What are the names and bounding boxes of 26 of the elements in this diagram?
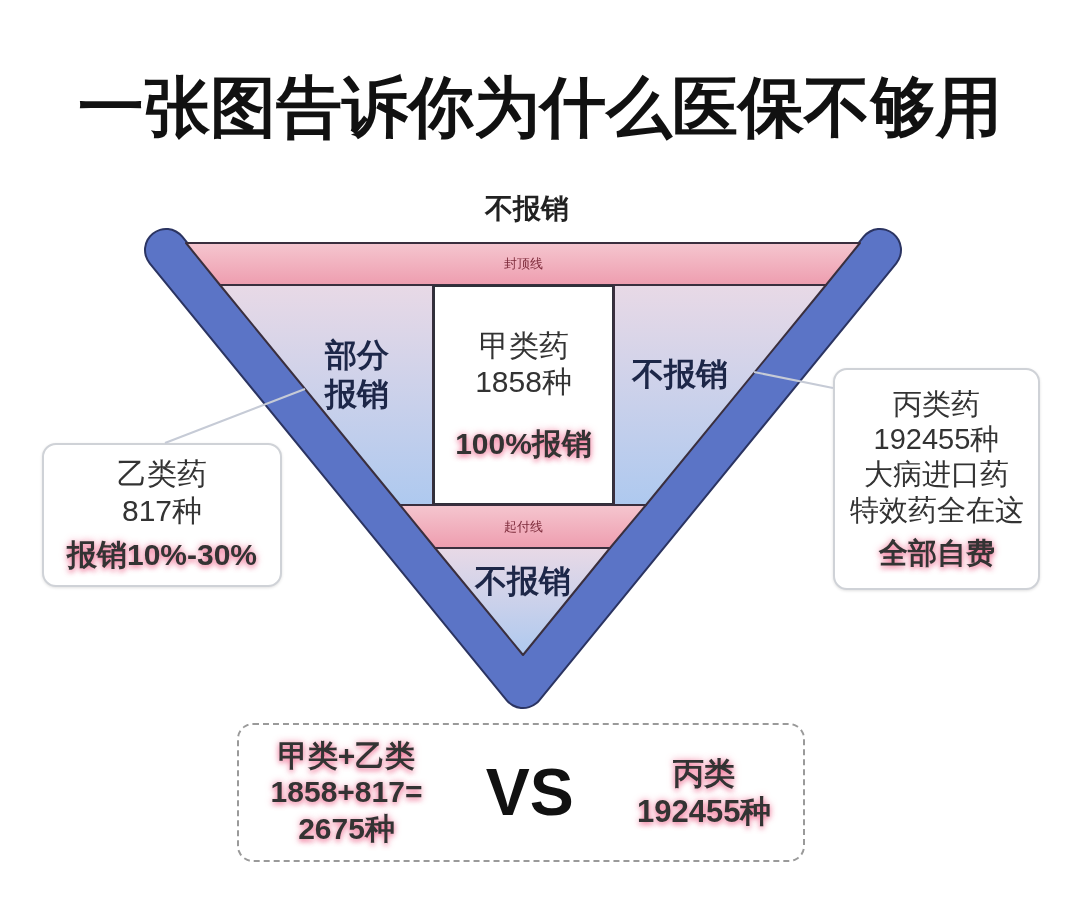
band-label: 封顶线	[503, 256, 543, 272]
drug-class-count: 甲类药1858种	[475, 327, 572, 401]
center-panel	[433, 285, 614, 505]
drug-class-count: 乙类药817种	[117, 456, 207, 529]
right-zone	[614, 285, 826, 505]
zone-label: 不报销	[474, 562, 571, 601]
band-label: 起付线	[503, 518, 543, 535]
drug-count: 丙类192455种	[636, 754, 772, 831]
zone-label: 不报销	[632, 355, 728, 395]
title: 一张图告诉你为什么医保不够用	[78, 70, 1002, 146]
zone-label: 不报销	[485, 192, 569, 226]
callout-card	[42, 443, 282, 587]
top-band	[186, 243, 860, 285]
leader-line	[753, 371, 834, 389]
sum-count: 甲类+乙类1858+817=2675种	[270, 737, 423, 847]
reimbursement-rate: 报销10%-30%	[66, 537, 258, 574]
comparison-card	[237, 723, 805, 862]
drug-class-description: 丙类药192455种大病进口药特效药全在这	[849, 386, 1024, 528]
versus-text: VS	[485, 754, 574, 832]
reimbursement-rate: 100%报销	[455, 425, 592, 462]
self-pay-note: 全部自费	[878, 536, 995, 572]
callout-card	[833, 368, 1040, 590]
zone-label: 部分报销	[324, 335, 389, 414]
bottom-zone	[435, 548, 610, 655]
left-zone	[220, 285, 433, 505]
leader-line	[164, 388, 306, 444]
